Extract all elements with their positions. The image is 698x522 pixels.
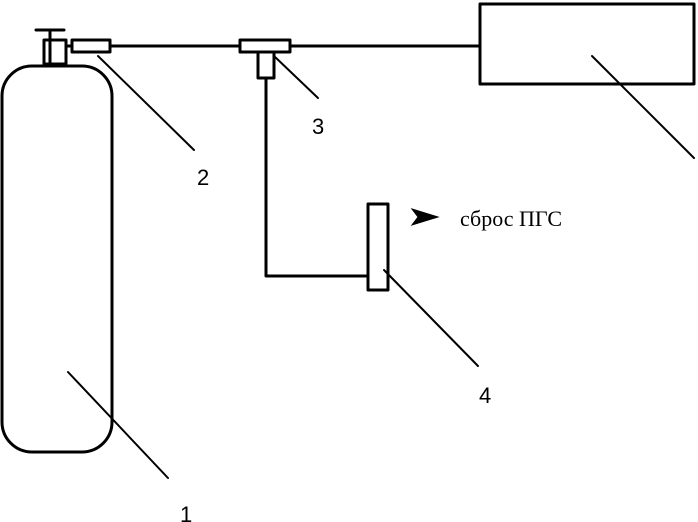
pipe-to-flowmeter bbox=[264, 76, 370, 278]
leader-line-1 bbox=[67, 371, 169, 479]
cylinder-valve bbox=[42, 38, 68, 66]
vent-label: сброс ПГС bbox=[460, 206, 562, 231]
leader-line-4 bbox=[383, 269, 479, 367]
label-4: 4 bbox=[479, 383, 491, 408]
tee-fitting bbox=[238, 38, 292, 80]
leader-line-2 bbox=[97, 55, 195, 151]
label-3: 3 bbox=[312, 114, 324, 139]
cylinder-body bbox=[0, 64, 114, 454]
label-2: 2 bbox=[197, 165, 209, 190]
leader-line-analyzer bbox=[591, 55, 695, 159]
valve-reducer bbox=[70, 38, 112, 54]
flow-meter bbox=[366, 202, 390, 292]
label-1: 1 bbox=[180, 502, 192, 522]
vent-arrow-icon bbox=[410, 208, 440, 226]
tee-branch bbox=[256, 50, 276, 80]
analyzer-box bbox=[478, 2, 696, 86]
leader-line-3 bbox=[273, 55, 319, 99]
gas-cylinder bbox=[0, 28, 114, 454]
tee-top bbox=[238, 38, 292, 54]
